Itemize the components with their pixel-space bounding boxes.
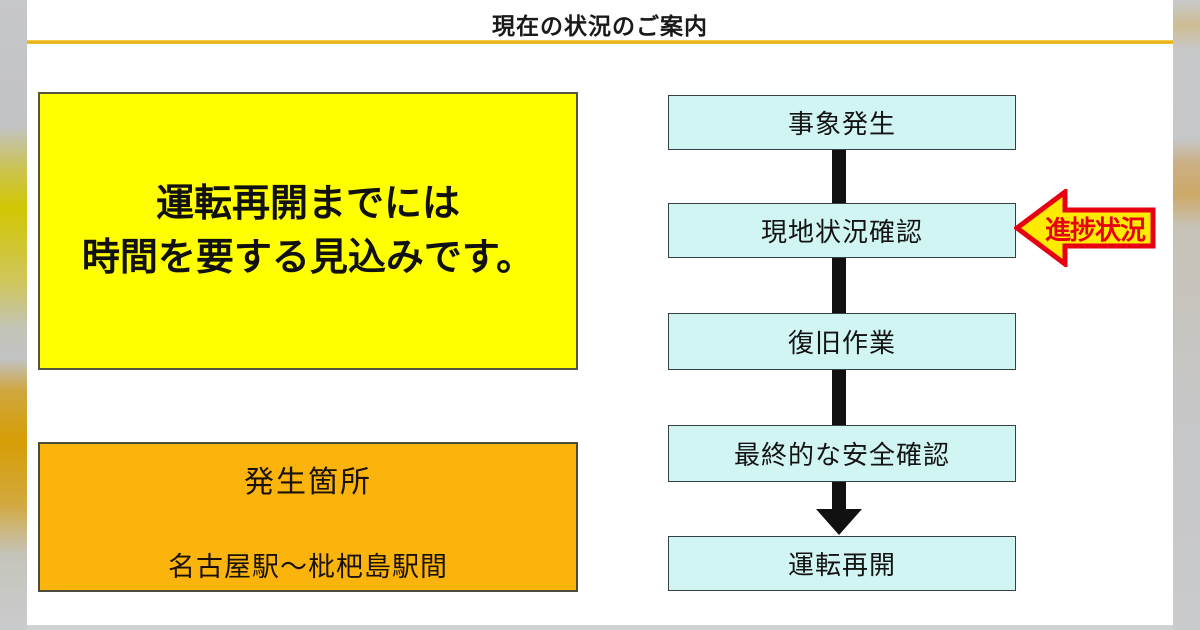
progress-status-arrow: 進捗状況 (1014, 189, 1156, 267)
delay-notice-line-2: 時間を要する見込みです。 (81, 237, 535, 279)
left-backdrop-strip (0, 0, 27, 630)
incident-location-panel: 発生箇所 名古屋駅～枇杷島駅間 (38, 442, 578, 592)
flow-connector (832, 258, 846, 313)
flow-step-onsite-check: 現地状況確認 (668, 203, 1016, 258)
flow-step-service-resumption: 運転再開 (668, 536, 1016, 591)
page-title: 現在の状況のご案内 (492, 13, 708, 39)
flow-step-incident-occurred: 事象発生 (668, 95, 1016, 150)
incident-location-heading: 発生箇所 (244, 466, 372, 499)
flow-connector (832, 150, 846, 203)
flow-connector (832, 482, 846, 510)
flow-arrowhead-icon (816, 509, 862, 535)
flow-step-recovery-work: 復旧作業 (668, 313, 1016, 370)
flow-step-final-safety-check: 最終的な安全確認 (668, 425, 1016, 482)
progress-status-label: 進捗状況 (1044, 214, 1146, 245)
left-arrow-icon (1014, 189, 1156, 267)
title-underline-rule (27, 40, 1173, 44)
flow-connector (832, 370, 846, 425)
delay-notice-line-1: 運転再開までには (155, 183, 460, 225)
status-slide: 現在の状況のご案内 運転再開までには 時間を要する見込みです。 発生箇所 名古屋… (27, 0, 1173, 625)
incident-location-value: 名古屋駅～枇杷島駅間 (168, 552, 448, 582)
right-backdrop-strip (1173, 0, 1200, 630)
delay-notice-banner: 運転再開までには 時間を要する見込みです。 (38, 92, 578, 370)
